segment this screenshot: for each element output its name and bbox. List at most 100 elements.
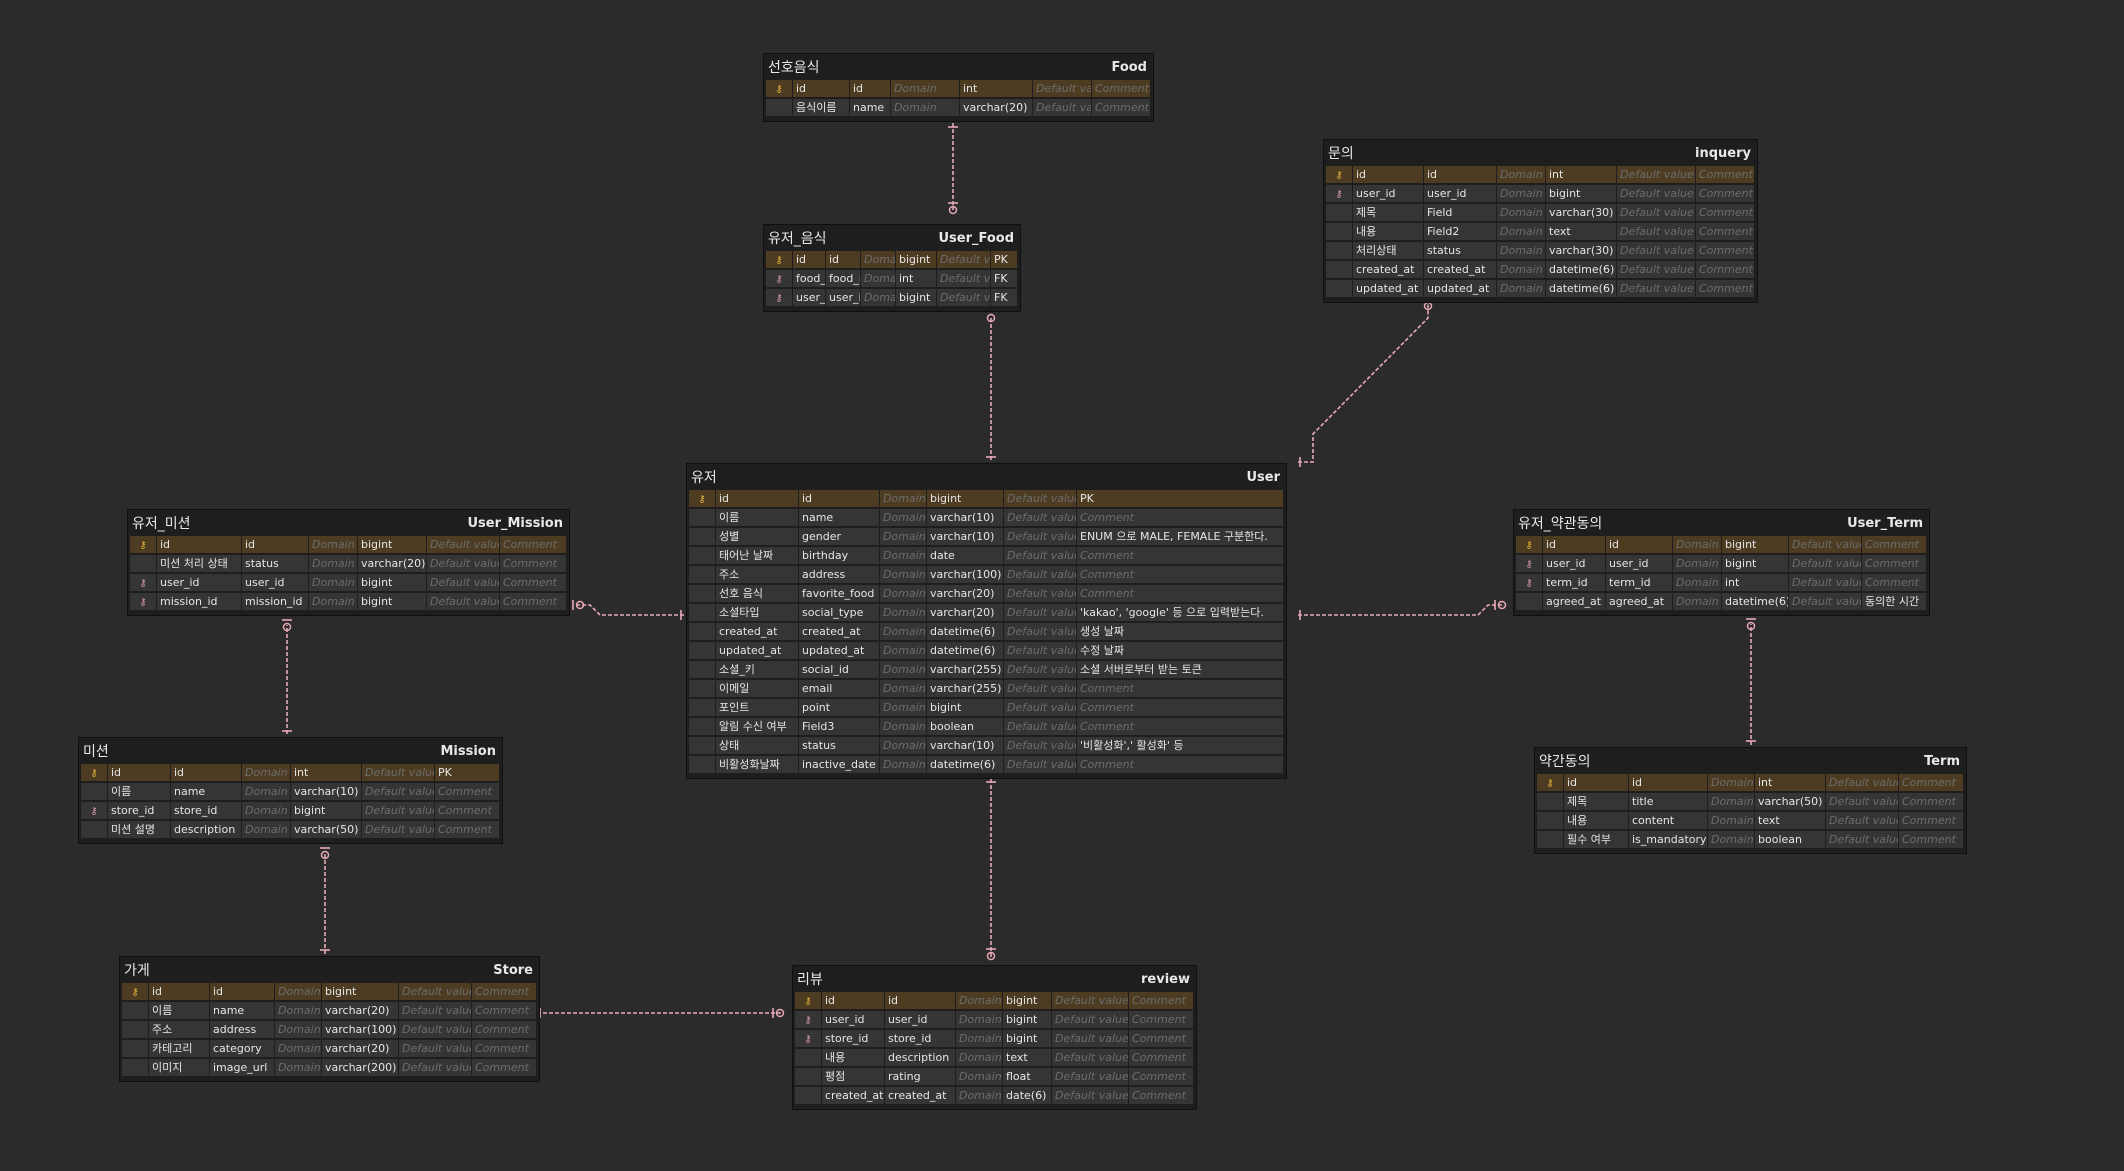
default-value[interactable]: Default value — [362, 783, 434, 800]
key-cell[interactable]: ⚷ — [81, 764, 107, 781]
physical-name[interactable]: user_id — [826, 289, 860, 306]
physical-name[interactable]: status — [1424, 242, 1496, 259]
logical-name[interactable]: 내용 — [1353, 223, 1423, 240]
comment[interactable]: PK — [1077, 490, 1283, 507]
domain[interactable]: Domain — [880, 718, 926, 735]
data-type[interactable]: boolean — [927, 718, 1003, 735]
data-type[interactable]: bigint — [927, 699, 1003, 716]
domain[interactable]: Domain — [309, 574, 357, 591]
logical-name[interactable]: user_id — [157, 574, 241, 591]
key-cell[interactable] — [689, 699, 715, 716]
default-value[interactable]: Default value — [1004, 604, 1076, 621]
logical-name[interactable]: 이름 — [716, 509, 798, 526]
comment[interactable]: Comment — [1696, 261, 1754, 278]
data-type[interactable]: text — [1755, 812, 1825, 829]
comment[interactable]: Comment — [472, 1059, 536, 1076]
key-cell[interactable]: ⚷ — [795, 1030, 821, 1047]
domain[interactable]: Domain — [880, 509, 926, 526]
logical-name[interactable]: created_at — [716, 623, 798, 640]
domain[interactable]: Domain — [242, 783, 290, 800]
domain[interactable]: Domain — [1497, 242, 1545, 259]
logical-name[interactable]: 제목 — [1564, 793, 1628, 810]
comment[interactable]: Comment — [1129, 1049, 1193, 1066]
comment[interactable]: Comment — [1092, 99, 1150, 116]
key-cell[interactable] — [689, 604, 715, 621]
data-type[interactable]: int — [1546, 166, 1616, 183]
physical-name[interactable]: gender — [799, 528, 879, 545]
data-type[interactable]: text — [1546, 223, 1616, 240]
physical-name[interactable]: updated_at — [799, 642, 879, 659]
comment[interactable]: Comment — [500, 574, 566, 591]
key-cell[interactable] — [130, 555, 156, 572]
data-type[interactable]: varchar(255) — [927, 680, 1003, 697]
comment[interactable]: Comment — [1077, 718, 1283, 735]
key-cell[interactable]: ⚷ — [1516, 574, 1542, 591]
relation-term-to-user-term[interactable] — [1746, 618, 1756, 745]
default-value[interactable]: Default value — [1004, 585, 1076, 602]
key-cell[interactable]: ⚷ — [795, 1011, 821, 1028]
default-value[interactable]: Default value — [427, 555, 499, 572]
key-cell[interactable]: ⚷ — [122, 983, 148, 1000]
logical-name[interactable]: 선호 음식 — [716, 585, 798, 602]
domain[interactable]: Domain — [891, 80, 959, 97]
default-value[interactable]: Default value — [1826, 793, 1898, 810]
default-value[interactable]: Default value — [1004, 737, 1076, 754]
domain[interactable]: Domain — [275, 983, 321, 1000]
comment[interactable]: Comment — [1862, 574, 1926, 591]
domain[interactable]: Domain — [880, 756, 926, 773]
physical-name[interactable]: id — [1606, 536, 1672, 553]
physical-name[interactable]: created_at — [1424, 261, 1496, 278]
domain[interactable]: Domain — [880, 680, 926, 697]
default-value[interactable]: Default value — [937, 251, 990, 268]
comment[interactable]: 'kakao', 'google' 등 으로 입력받는다. — [1077, 604, 1283, 621]
data-type[interactable]: int — [1755, 774, 1825, 791]
default-value[interactable]: Default value — [399, 1040, 471, 1057]
logical-name[interactable]: 미션 처리 상태 — [157, 555, 241, 572]
key-cell[interactable]: ⚷ — [1516, 555, 1542, 572]
logical-name[interactable]: 이름 — [108, 783, 170, 800]
data-type[interactable]: bigint — [1003, 992, 1051, 1009]
data-type[interactable]: datetime(6) — [927, 642, 1003, 659]
key-cell[interactable] — [689, 547, 715, 564]
key-cell[interactable] — [122, 1021, 148, 1038]
domain[interactable]: Domain — [880, 623, 926, 640]
key-cell[interactable]: ⚷ — [795, 992, 821, 1009]
key-cell[interactable] — [689, 585, 715, 602]
key-cell[interactable] — [689, 737, 715, 754]
default-value[interactable]: Default value — [1826, 812, 1898, 829]
comment[interactable]: PK — [435, 764, 499, 781]
comment[interactable]: Comment — [1129, 992, 1193, 1009]
default-value[interactable]: Default value — [1004, 566, 1076, 583]
key-cell[interactable] — [689, 509, 715, 526]
comment[interactable]: Comment — [1696, 280, 1754, 297]
default-value[interactable]: Default value — [399, 1002, 471, 1019]
default-value[interactable]: Default value — [1617, 204, 1695, 221]
comment[interactable]: Comment — [1696, 166, 1754, 183]
comment[interactable]: Comment — [500, 593, 566, 610]
default-value[interactable]: Default value — [1033, 80, 1091, 97]
data-type[interactable]: bigint — [1546, 185, 1616, 202]
domain[interactable]: Domain — [880, 604, 926, 621]
logical-name[interactable]: 소셜_키 — [716, 661, 798, 678]
comment[interactable]: Comment — [1077, 509, 1283, 526]
logical-name[interactable]: id — [157, 536, 241, 553]
logical-name[interactable]: id — [1543, 536, 1605, 553]
domain[interactable]: Domain — [1708, 812, 1754, 829]
